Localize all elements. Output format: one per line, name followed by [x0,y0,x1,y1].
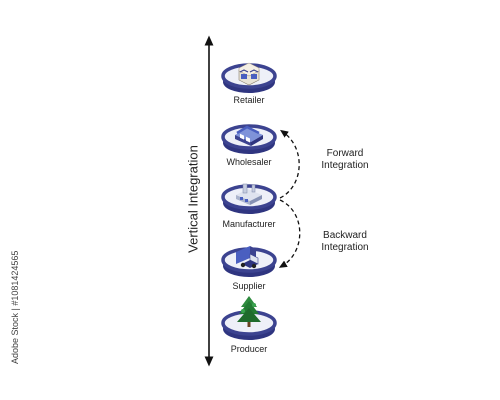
stage-label-supplier: Supplier [232,281,266,291]
forward-label-line2: Integration [321,160,369,171]
stage-label-manufacturer: Manufacturer [222,219,276,229]
axis-label: Vertical Integration [185,145,201,253]
factory-icon [236,183,262,205]
stage-disc-wholesaler [221,124,277,154]
tree-icon [237,296,261,327]
stage-label-producer: Producer [230,344,268,354]
backward-integration-label: Backward Integration [300,230,390,254]
stage-label-retailer: Retailer [233,95,265,105]
stage-disc-producer [221,296,277,340]
forward-integration-label: Forward Integration [300,148,390,172]
backward-integration-arrow [278,199,301,268]
stage-label-wholesaler: Wholesaler [226,157,272,167]
backward-label-line2: Integration [321,242,369,253]
stage-disc-manufacturer [221,183,277,214]
forward-integration-arrow [279,129,300,199]
backward-label-line1: Backward [323,230,367,241]
stage-disc-supplier [221,246,277,277]
stock-id-text: Adobe Stock | #1081424565 [10,250,20,364]
warehouse-icon [235,125,263,146]
stage-disc-retailer [221,62,277,93]
forward-label-line1: Forward [326,148,364,159]
store-icon [238,62,260,86]
delivery-truck-icon [236,246,259,269]
